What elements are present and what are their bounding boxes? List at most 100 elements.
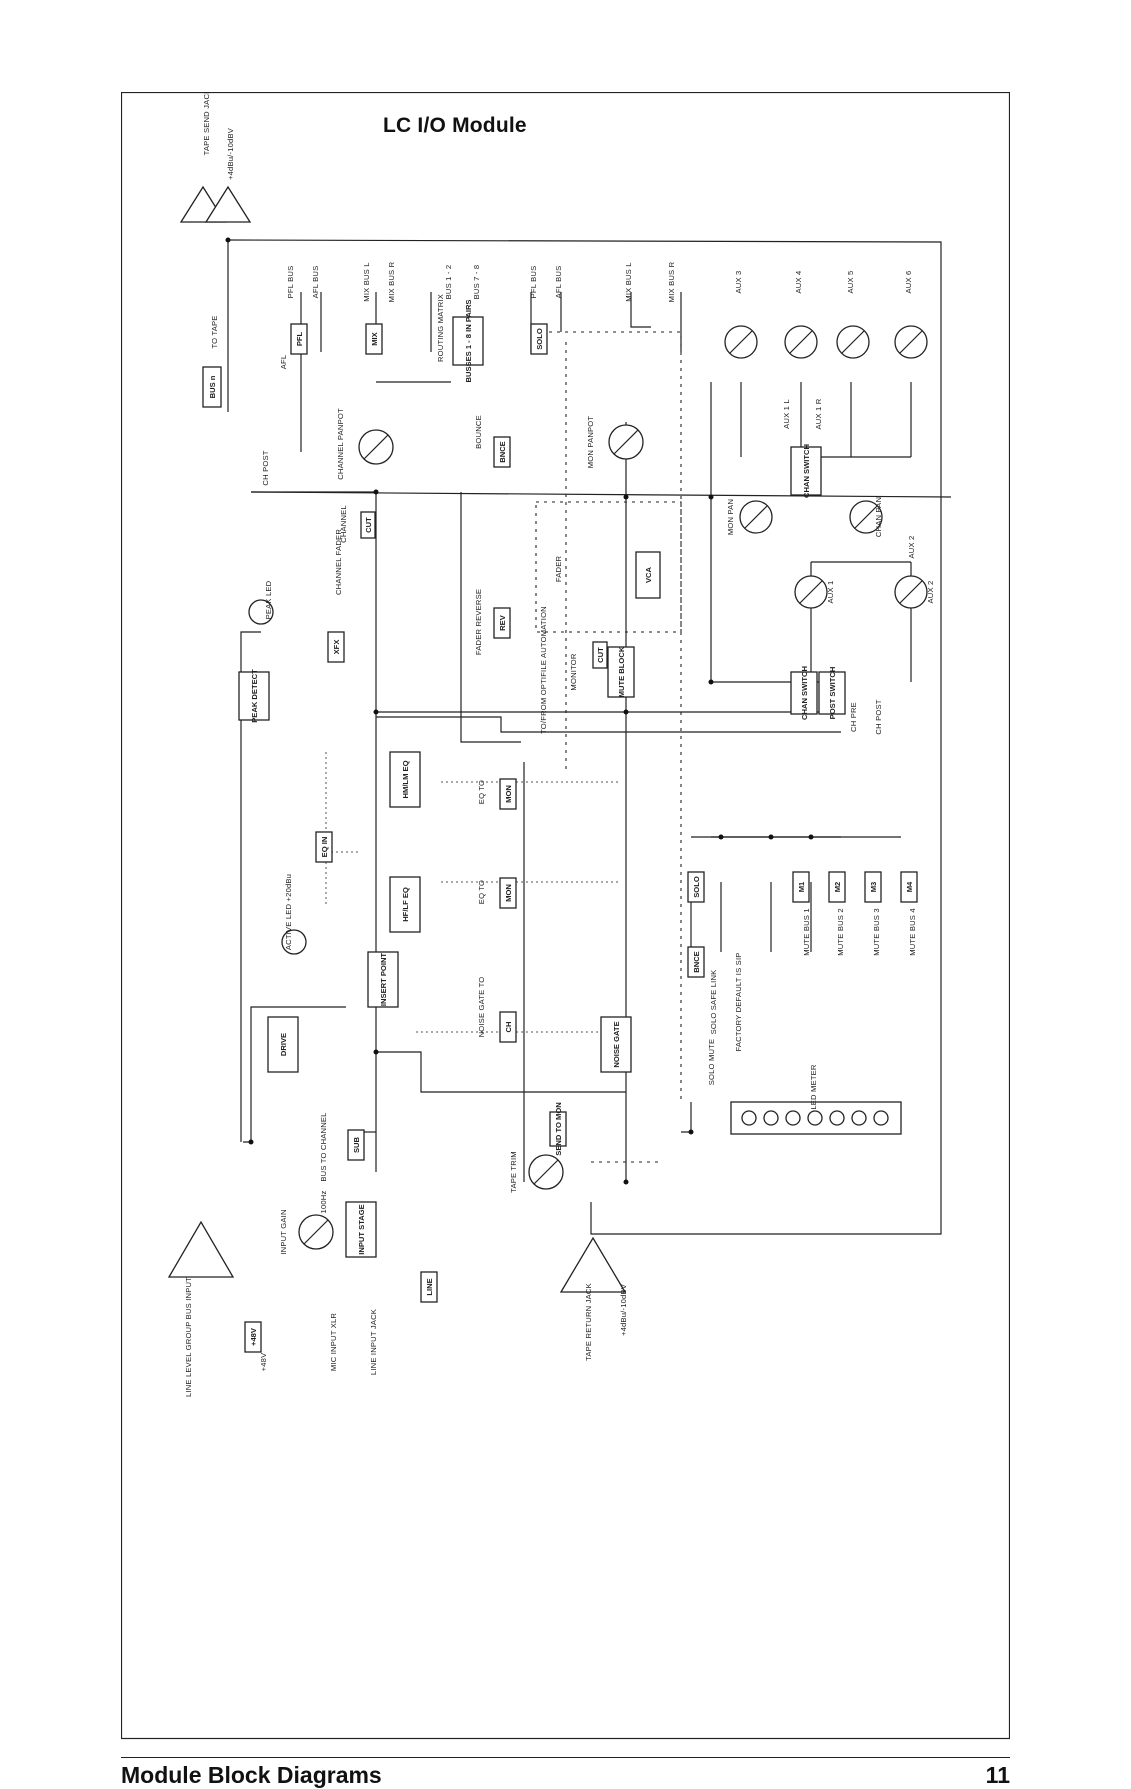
active-led-icon [281,929,307,955]
junctions [225,237,814,1185]
bus-label: AUX 3 [734,271,743,294]
switch-9-frame [499,778,517,810]
switch-3: BNCE [498,441,507,463]
switch-12-frame [687,946,705,978]
block-2-frame [635,551,661,599]
block-9: HF/LF EQ [401,887,410,922]
block-11: DRIVE [279,1033,288,1056]
solo-mute-label: SOLO MUTE [707,1039,716,1086]
led-meter-led-icon [741,1110,757,1126]
mute-bus-4-label: MUTE BUS 4 [908,908,917,956]
mute-bus-1-label: MUTE BUS 1 [802,908,811,956]
switch-7: CUT [596,647,605,663]
tape-trim-label: TAPE TRIM [509,1151,518,1193]
peak-led-icon [248,599,274,625]
switch-12: BNCE [692,951,701,973]
bus-label: MIX BUS R [387,261,396,302]
pots [298,325,928,1250]
switch-18-frame [347,1129,365,1161]
aux2-label: AUX 2 [926,581,935,604]
block-10: INSERT POINT [379,953,388,1007]
led-meter-led-icon [829,1110,845,1126]
page-number: 11 [985,1762,1010,1788]
block-4: CHAN SWITCH [802,444,811,498]
bus-n-switch: BUS n [208,375,217,398]
switch-17-frame [499,1011,517,1043]
aux1l-label: AUX 1 L [782,399,791,429]
switch-20: LINE [425,1278,434,1295]
switch-5-frame [327,631,345,663]
mute-bus-2-label: MUTE BUS 2 [836,908,845,956]
mute-bus-3-label: MUTE BUS 3 [872,908,881,956]
led-meter-led-icon [763,1110,779,1126]
switch-1-frame [365,323,383,355]
chan-pan-label: CHAN PAN [874,497,883,537]
switch-10: MON [504,884,513,902]
block-8-frame [389,751,421,808]
block-2: VCA [644,566,653,583]
switch-6: REV [498,614,507,631]
aux1-label: AUX 1 [826,581,835,604]
channel-fader-label: CHANNEL FADER [334,529,343,595]
switch-2-frame [530,323,548,355]
footer-section-title: Module Block Diagrams [121,1762,382,1788]
tape-send-level-label: +4dBu/-10dBV [226,127,235,180]
switch-1: MIX [370,332,379,346]
diagram-canvas: TAPE SEND JACK +4dBu/-10dBV BUS n TO TAPE AF… [121,92,1010,1740]
block-7-frame [238,671,270,721]
bus-to-channel-label: BUS TO CHANNEL [319,1112,328,1181]
switch-21-frame [244,1321,262,1353]
switch-4-frame [360,511,376,539]
tape-return-amp-icon [559,1236,627,1293]
factory-default-label: FACTORY DEFAULT IS SIP [734,952,743,1051]
mon-panpot-label: MON PANPOT [586,416,595,469]
solo-safe-label: SOLO SAFE LINK [709,970,718,1035]
block-1: BUSSES 1 - 8 IN PAIRS [464,300,473,383]
block-7: PEAK DETECT [250,669,259,723]
bus-label: AUX 5 [846,271,855,294]
eq-to-2-label: EQ TO [477,880,486,904]
switch-9: MON [504,785,513,803]
block-13-frame [345,1201,377,1258]
line-level-label: LINE LEVEL GROUP BUS INPUT [184,1277,193,1397]
block-6-frame [818,671,846,715]
switch-0-frame [290,323,308,355]
switch-0: PFL [295,331,304,346]
bus-label: MIX BUS R [667,261,676,302]
aux2-top-label: AUX 2 [907,536,916,559]
switch-15-frame [864,871,882,903]
mon-pan-label: MON PAN [726,499,735,535]
switch-4: CUT [364,517,373,533]
peak-led-label: PEAK LED [264,580,273,619]
bus-label: AFL BUS [554,266,563,299]
automation-label: TO/FROM OPTIFILE AUTOMATION [539,606,548,734]
block-4-frame [790,446,822,496]
tape-send-amp-icon-2 [204,185,252,223]
bus-n-switch-frame [202,366,222,408]
switch-13-frame [792,871,810,903]
bus-label: BUS 7 - 8 [472,265,481,300]
aux1r-label: AUX 1 R [814,398,823,429]
block-11-frame [267,1016,299,1073]
switch-8-frame [315,831,333,863]
block-3: MUTE BLOCK [617,646,626,697]
led-meter-led-icon [785,1110,801,1126]
tape-send-label: TAPE SEND JACK [202,92,211,155]
ch-post-label: CH POST [261,450,270,485]
block-diagram: TAPE SEND JACK +4dBu/-10dBV BUS n TO TAPE AF… [121,92,1010,1744]
block-3-frame [607,646,635,698]
active-led-label: ACTIVE LED +20dBu [284,874,293,950]
block-6: POST SWITCH [828,667,837,720]
wiring [227,239,952,1235]
led-meter-led-icon [851,1110,867,1126]
footer-rule [121,1757,1010,1758]
block-13: INPUT STAGE [357,1204,366,1255]
block-12: NOISE GATE [612,1021,621,1067]
mic-input-label: MIC INPUT XLR [329,1313,338,1371]
diagram-title: LC I/O Module [383,114,527,137]
bounce-label: BOUNCE [474,415,483,449]
switch-13: M1 [797,881,806,892]
bus-label: PFL BUS [529,266,538,299]
to-tape-label: TO TAPE [210,315,219,348]
monitor-label: MONITOR [569,653,578,690]
